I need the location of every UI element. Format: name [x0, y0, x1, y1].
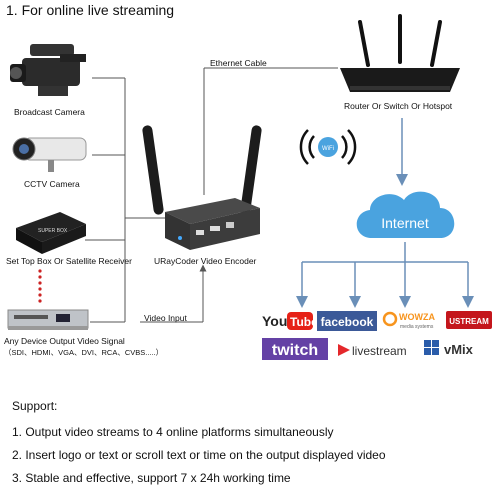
- wowza-logo: WOWZA media systems: [382, 311, 435, 330]
- youtube-logo: You Tube: [262, 312, 318, 330]
- support-item-1: 1. Output video streams to 4 online plat…: [12, 425, 334, 439]
- router-icon: [340, 14, 460, 92]
- dvd-player-icon: [7, 309, 89, 330]
- wifi-badge-icon: WiFi: [299, 129, 357, 165]
- ethernet-connector: [203, 67, 338, 195]
- svg-text:You: You: [262, 313, 287, 329]
- encoder-device-icon: [142, 125, 262, 250]
- distribution-arrows: [296, 242, 474, 308]
- ustream-logo: USTREAM: [446, 311, 492, 329]
- svg-text:Tube: Tube: [290, 315, 318, 329]
- broadcast-camera-icon: [10, 44, 86, 96]
- broadcast-camera-label: Broadcast Camera: [14, 107, 85, 117]
- set-top-box-icon: SUPER BOX: [16, 212, 86, 254]
- ethernet-cable-label: Ethernet Cable: [210, 58, 267, 68]
- source-connectors: [85, 77, 207, 323]
- svg-text:media systems: media systems: [400, 324, 434, 330]
- svg-text:vMix: vMix: [444, 342, 474, 357]
- support-item-2: 2. Insert logo or text or scroll text or…: [12, 448, 386, 462]
- cctv-camera-icon: [12, 137, 87, 172]
- facebook-logo: facebook: [317, 311, 377, 331]
- svg-text:facebook: facebook: [321, 315, 374, 329]
- svg-text:twitch: twitch: [272, 342, 318, 359]
- internet-label: Internet: [381, 215, 429, 231]
- svg-text:USTREAM: USTREAM: [449, 317, 489, 326]
- svg-text:WOWZA: WOWZA: [399, 312, 435, 322]
- page-title: 1. For online live streaming: [6, 2, 175, 18]
- box-brand: SUPER BOX: [38, 228, 68, 234]
- support-heading: Support:: [12, 399, 58, 413]
- vmix-logo: vMix: [424, 340, 474, 357]
- signal-types-label: （SDI、HDMI、VGA、DVI、RCA、CVBS.....）: [4, 348, 164, 357]
- video-input-label: Video Input: [144, 313, 187, 323]
- router-label: Router Or Switch Or Hotspot: [344, 101, 453, 111]
- cctv-camera-label: CCTV Camera: [24, 179, 80, 189]
- dotted-continuation: [38, 269, 42, 303]
- support-item-3: 3. Stable and effective, support 7 x 24h…: [12, 471, 291, 485]
- svg-text:livestream: livestream: [352, 344, 407, 358]
- wifi-label: WiFi: [322, 146, 334, 152]
- set-top-box-label: Set Top Box Or Satellite Receiver: [6, 256, 132, 266]
- encoder-label: URayCoder Video Encoder: [154, 256, 257, 266]
- internet-cloud-icon: Internet: [356, 191, 455, 238]
- twitch-logo: twitch: [262, 338, 328, 360]
- livestream-logo: livestream: [338, 344, 407, 358]
- any-device-label: Any Device Output Video Signal: [4, 336, 125, 346]
